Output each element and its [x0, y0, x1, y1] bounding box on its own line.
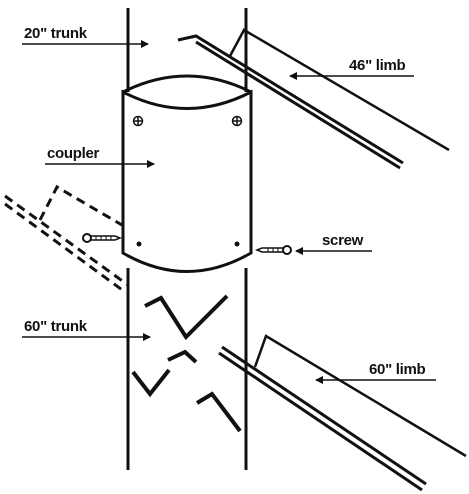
label-upper-trunk: 20" trunk	[24, 25, 88, 42]
hidden-limb-dashed	[4, 184, 129, 294]
callout-upper-trunk: 20" trunk	[22, 25, 149, 48]
callout-upper-limb: 46" limb	[289, 57, 414, 80]
label-upper-limb: 46" limb	[349, 57, 406, 74]
label-screw: screw	[322, 232, 364, 249]
lower-trunk-hooks	[131, 294, 242, 433]
label-coupler: coupler	[47, 145, 100, 162]
callout-lower-trunk: 60" trunk	[22, 318, 151, 341]
lower-trunk-pole	[126, 268, 248, 470]
coupler-sleeve	[121, 74, 253, 273]
label-lower-trunk: 60" trunk	[24, 318, 88, 335]
callout-screw: screw	[295, 232, 372, 255]
label-lower-limb: 60" limb	[369, 361, 426, 378]
lower-limb	[218, 334, 467, 492]
callout-lower-limb: 60" limb	[315, 361, 436, 384]
screw-icon	[82, 233, 123, 243]
coupler-lower-holes	[136, 241, 240, 247]
upper-limb	[177, 28, 450, 170]
screw-hole-icon	[132, 115, 243, 127]
callout-coupler: coupler	[45, 145, 155, 168]
screw-icon	[254, 245, 292, 255]
upper-trunk-pole	[126, 8, 248, 92]
